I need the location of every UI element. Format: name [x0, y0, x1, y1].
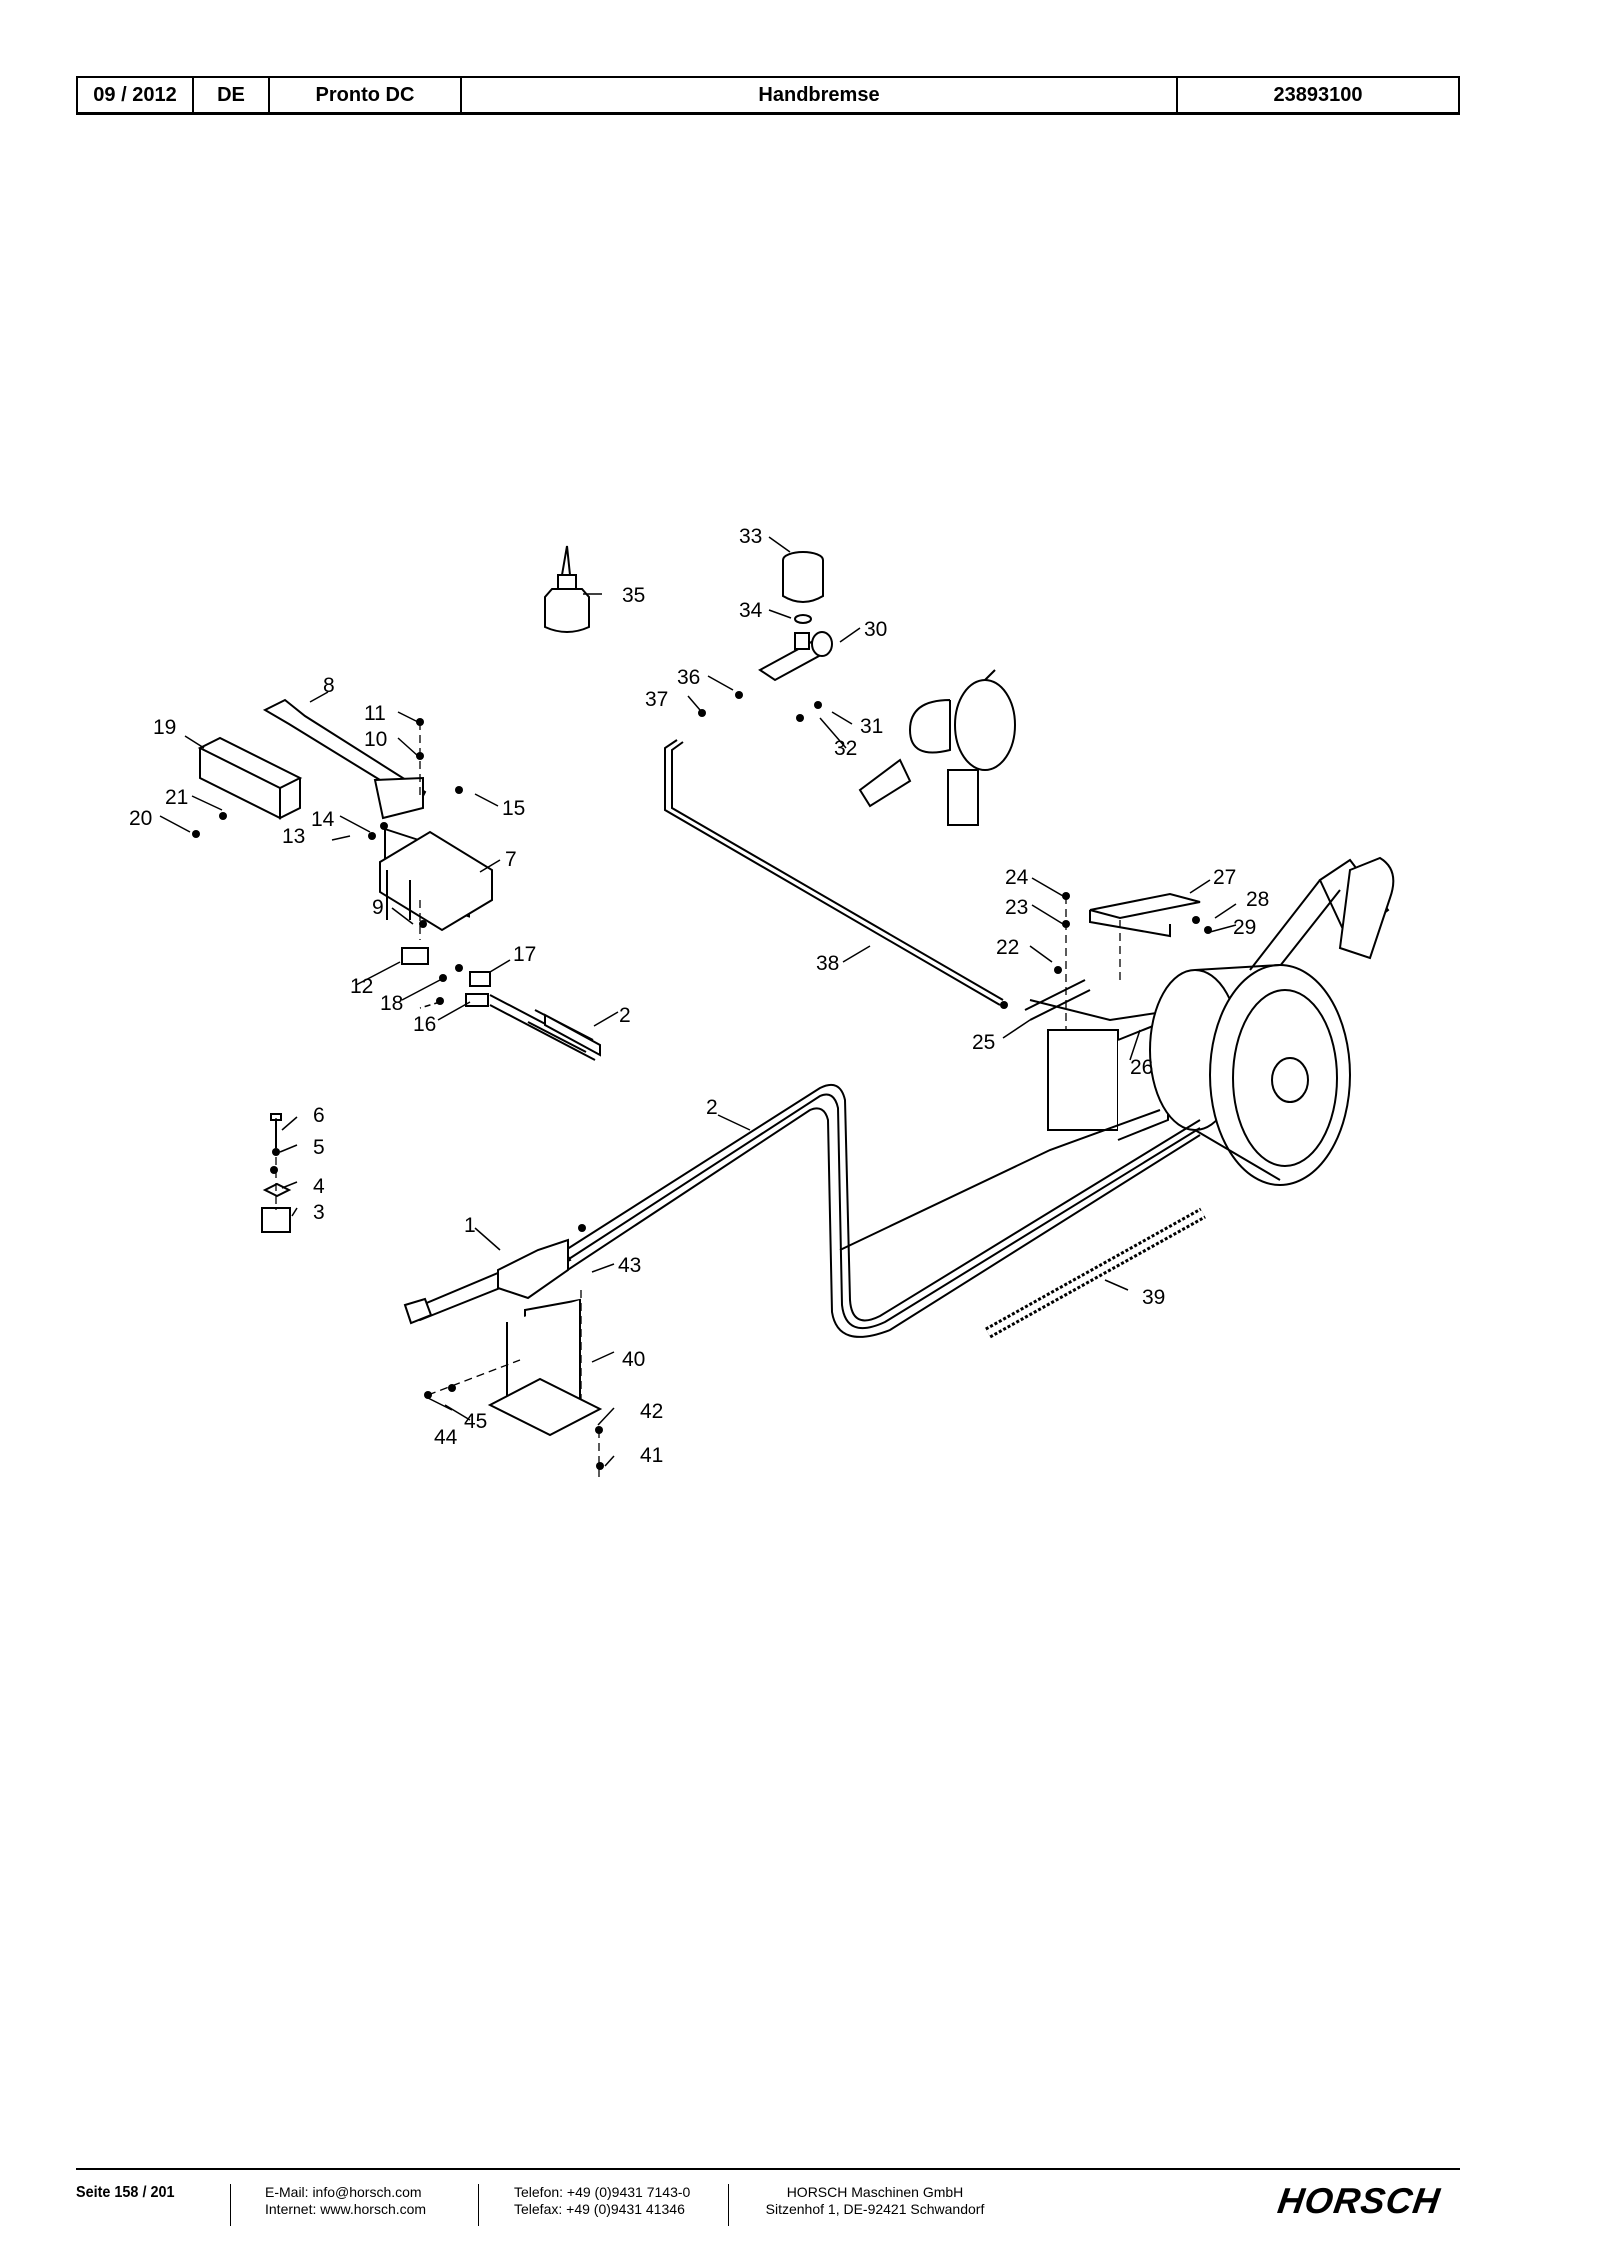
header-date: 09 / 2012	[76, 76, 194, 115]
callout-40: 40	[622, 1348, 645, 1371]
mounting-bracket-drawing	[1089, 892, 1201, 938]
footer-phone-block: Telefon: +49 (0)9431 7143-0 Telefax: +49…	[514, 2184, 690, 2218]
footer-divider	[76, 2168, 1460, 2170]
callout-2b: 2	[619, 1004, 631, 1027]
callout-45: 45	[464, 1410, 487, 1433]
callout-11: 11	[364, 702, 386, 725]
reservoir-drawing	[782, 551, 824, 624]
footer-separator	[728, 2184, 729, 2226]
footer-company: HORSCH Maschinen GmbH	[786, 2184, 964, 2200]
header-language: DE	[192, 76, 270, 115]
leader-lines	[159, 536, 1237, 1467]
callout-23: 23	[1005, 896, 1028, 919]
callout-26: 26	[1130, 1056, 1153, 1079]
callout-12: 12	[350, 975, 373, 998]
footer-fax: Telefax: +49 (0)9431 41346	[514, 2201, 685, 2217]
callout-20: 20	[129, 807, 152, 830]
callout-42: 42	[640, 1400, 663, 1423]
callout-34: 34	[739, 599, 763, 622]
callout-1: 1	[464, 1214, 476, 1237]
callout-41: 41	[640, 1444, 663, 1467]
brake-booster-drawing	[858, 669, 1016, 826]
grease-bottle-drawing	[544, 545, 590, 633]
header-title: Handbremse	[460, 76, 1178, 115]
footer-separator	[230, 2184, 231, 2226]
cable-clamp-drawing	[401, 947, 596, 1061]
header-table: 09 / 2012 DE Pronto DC Handbremse 238931…	[76, 76, 1460, 115]
callout-7: 7	[505, 848, 517, 871]
callout-13: 13	[282, 825, 305, 848]
bracket-drawing	[197, 736, 303, 820]
handbrake-lever-upper-drawing	[262, 698, 493, 932]
cable-lower-drawing	[549, 1084, 1201, 1338]
brake-line-drawing	[664, 739, 1004, 1006]
footer-website[interactable]: Internet: www.horsch.com	[265, 2201, 427, 2217]
callout-18: 18	[380, 992, 403, 1015]
callout-3: 3	[313, 1201, 325, 1224]
callout-2a: 2	[706, 1096, 718, 1119]
header-document-number: 23893100	[1176, 76, 1460, 115]
header-model: Pronto DC	[268, 76, 462, 115]
callout-9: 9	[372, 896, 384, 919]
callout-19: 19	[153, 716, 176, 739]
callout-28: 28	[1246, 888, 1269, 911]
assembly-lines	[275, 722, 1121, 1480]
page-number: Seite 158 / 201	[76, 2184, 175, 2201]
cable-upper-drawing	[527, 1009, 601, 1057]
callout-27: 27	[1213, 866, 1236, 889]
callout-15: 15	[502, 797, 525, 820]
callout-22: 22	[996, 936, 1019, 959]
callout-39: 39	[1142, 1286, 1165, 1309]
footer-phone: Telefon: +49 (0)9431 7143-0	[514, 2184, 691, 2200]
callout-16: 16	[413, 1013, 436, 1036]
floor-bracket-drawing	[487, 1298, 603, 1437]
master-cylinder-drawing	[758, 631, 833, 682]
footer-email[interactable]: E-Mail: info@horsch.com	[265, 2184, 422, 2200]
callout-8: 8	[323, 674, 335, 697]
callout-24: 24	[1005, 866, 1029, 889]
callout-6: 6	[313, 1104, 325, 1127]
callout-25: 25	[972, 1031, 995, 1054]
callout-4: 4	[313, 1175, 325, 1198]
callout-33: 33	[739, 525, 762, 548]
footer-contact: E-Mail: info@horsch.com Internet: www.ho…	[265, 2184, 426, 2218]
callout-38: 38	[816, 952, 839, 975]
handbrake-lever-lower-drawing	[403, 1238, 572, 1325]
brake-drum-drawing	[839, 964, 1351, 1251]
axle-arm-drawing	[1249, 856, 1395, 986]
callout-21: 21	[165, 786, 188, 809]
footer-address: Sitzenhof 1, DE-92421 Schwandorf	[765, 2201, 985, 2217]
callout-37: 37	[645, 688, 668, 711]
callout-44: 44	[434, 1426, 458, 1449]
callout-14: 14	[311, 808, 335, 831]
callout-32: 32	[834, 737, 857, 760]
callout-labels: 1 2 2 3 4 5 6 7 8 9 10 11 12 13 14 15 16…	[129, 525, 1269, 1467]
callout-10: 10	[364, 728, 387, 751]
callout-17: 17	[513, 943, 536, 966]
callout-5: 5	[313, 1136, 325, 1159]
callout-30: 30	[864, 618, 887, 641]
callout-35: 35	[622, 584, 645, 607]
horsch-logo: HORSCH	[1275, 2180, 1443, 2222]
horsch-logo-text: HORSCH	[1275, 2180, 1443, 2221]
callout-36: 36	[677, 666, 700, 689]
callout-29: 29	[1233, 916, 1256, 939]
callout-31: 31	[860, 715, 883, 738]
callout-43: 43	[618, 1254, 641, 1277]
footer-company-block: HORSCH Maschinen GmbH Sitzenhof 1, DE-92…	[760, 2184, 990, 2218]
footer-separator	[478, 2184, 479, 2226]
